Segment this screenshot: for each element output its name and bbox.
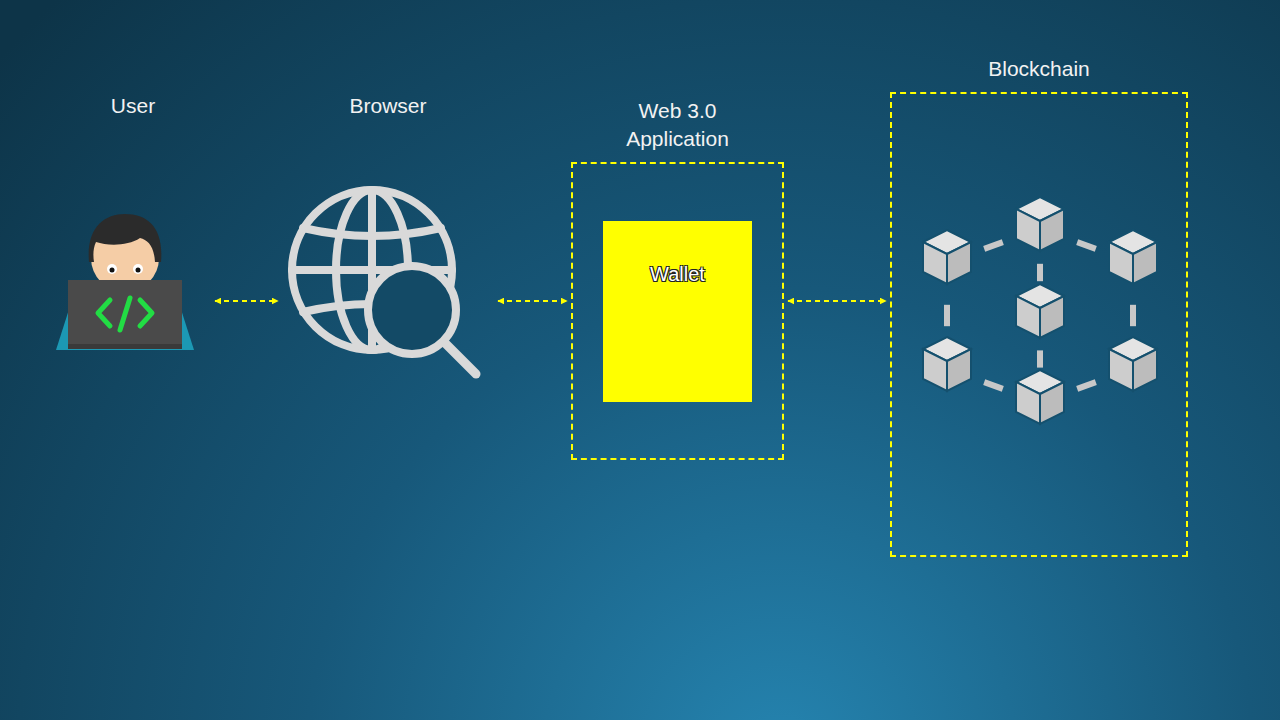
blockchain-network xyxy=(923,197,1157,424)
application-box: Web 3.0 ApplicationWallet xyxy=(571,162,784,460)
chain-link xyxy=(944,305,950,326)
chain-link xyxy=(984,242,1003,249)
chain-link xyxy=(1130,305,1136,326)
dashed-arrow xyxy=(498,300,567,302)
heading-label: Blockchain xyxy=(939,55,1139,82)
dashed-arrow xyxy=(788,300,886,302)
box-label: Wallet xyxy=(650,261,705,287)
chain-link xyxy=(984,382,1003,389)
user-node: User xyxy=(55,92,211,354)
browser-node: Browser xyxy=(282,92,494,382)
wallet-box: Wallet xyxy=(603,221,752,402)
globe-icon xyxy=(292,190,476,374)
chain-link xyxy=(1077,382,1096,389)
chain-link xyxy=(1037,350,1043,367)
chain-link xyxy=(1037,264,1043,281)
user-illustration xyxy=(56,214,194,350)
heading-label: User xyxy=(55,92,211,119)
heading-label: Web 3.0 Application xyxy=(603,97,753,152)
blockchain-box: Blockchain xyxy=(890,92,1188,557)
chain-link xyxy=(1077,242,1096,249)
heading-label: Browser xyxy=(282,92,494,119)
dashed-arrow xyxy=(215,300,278,302)
